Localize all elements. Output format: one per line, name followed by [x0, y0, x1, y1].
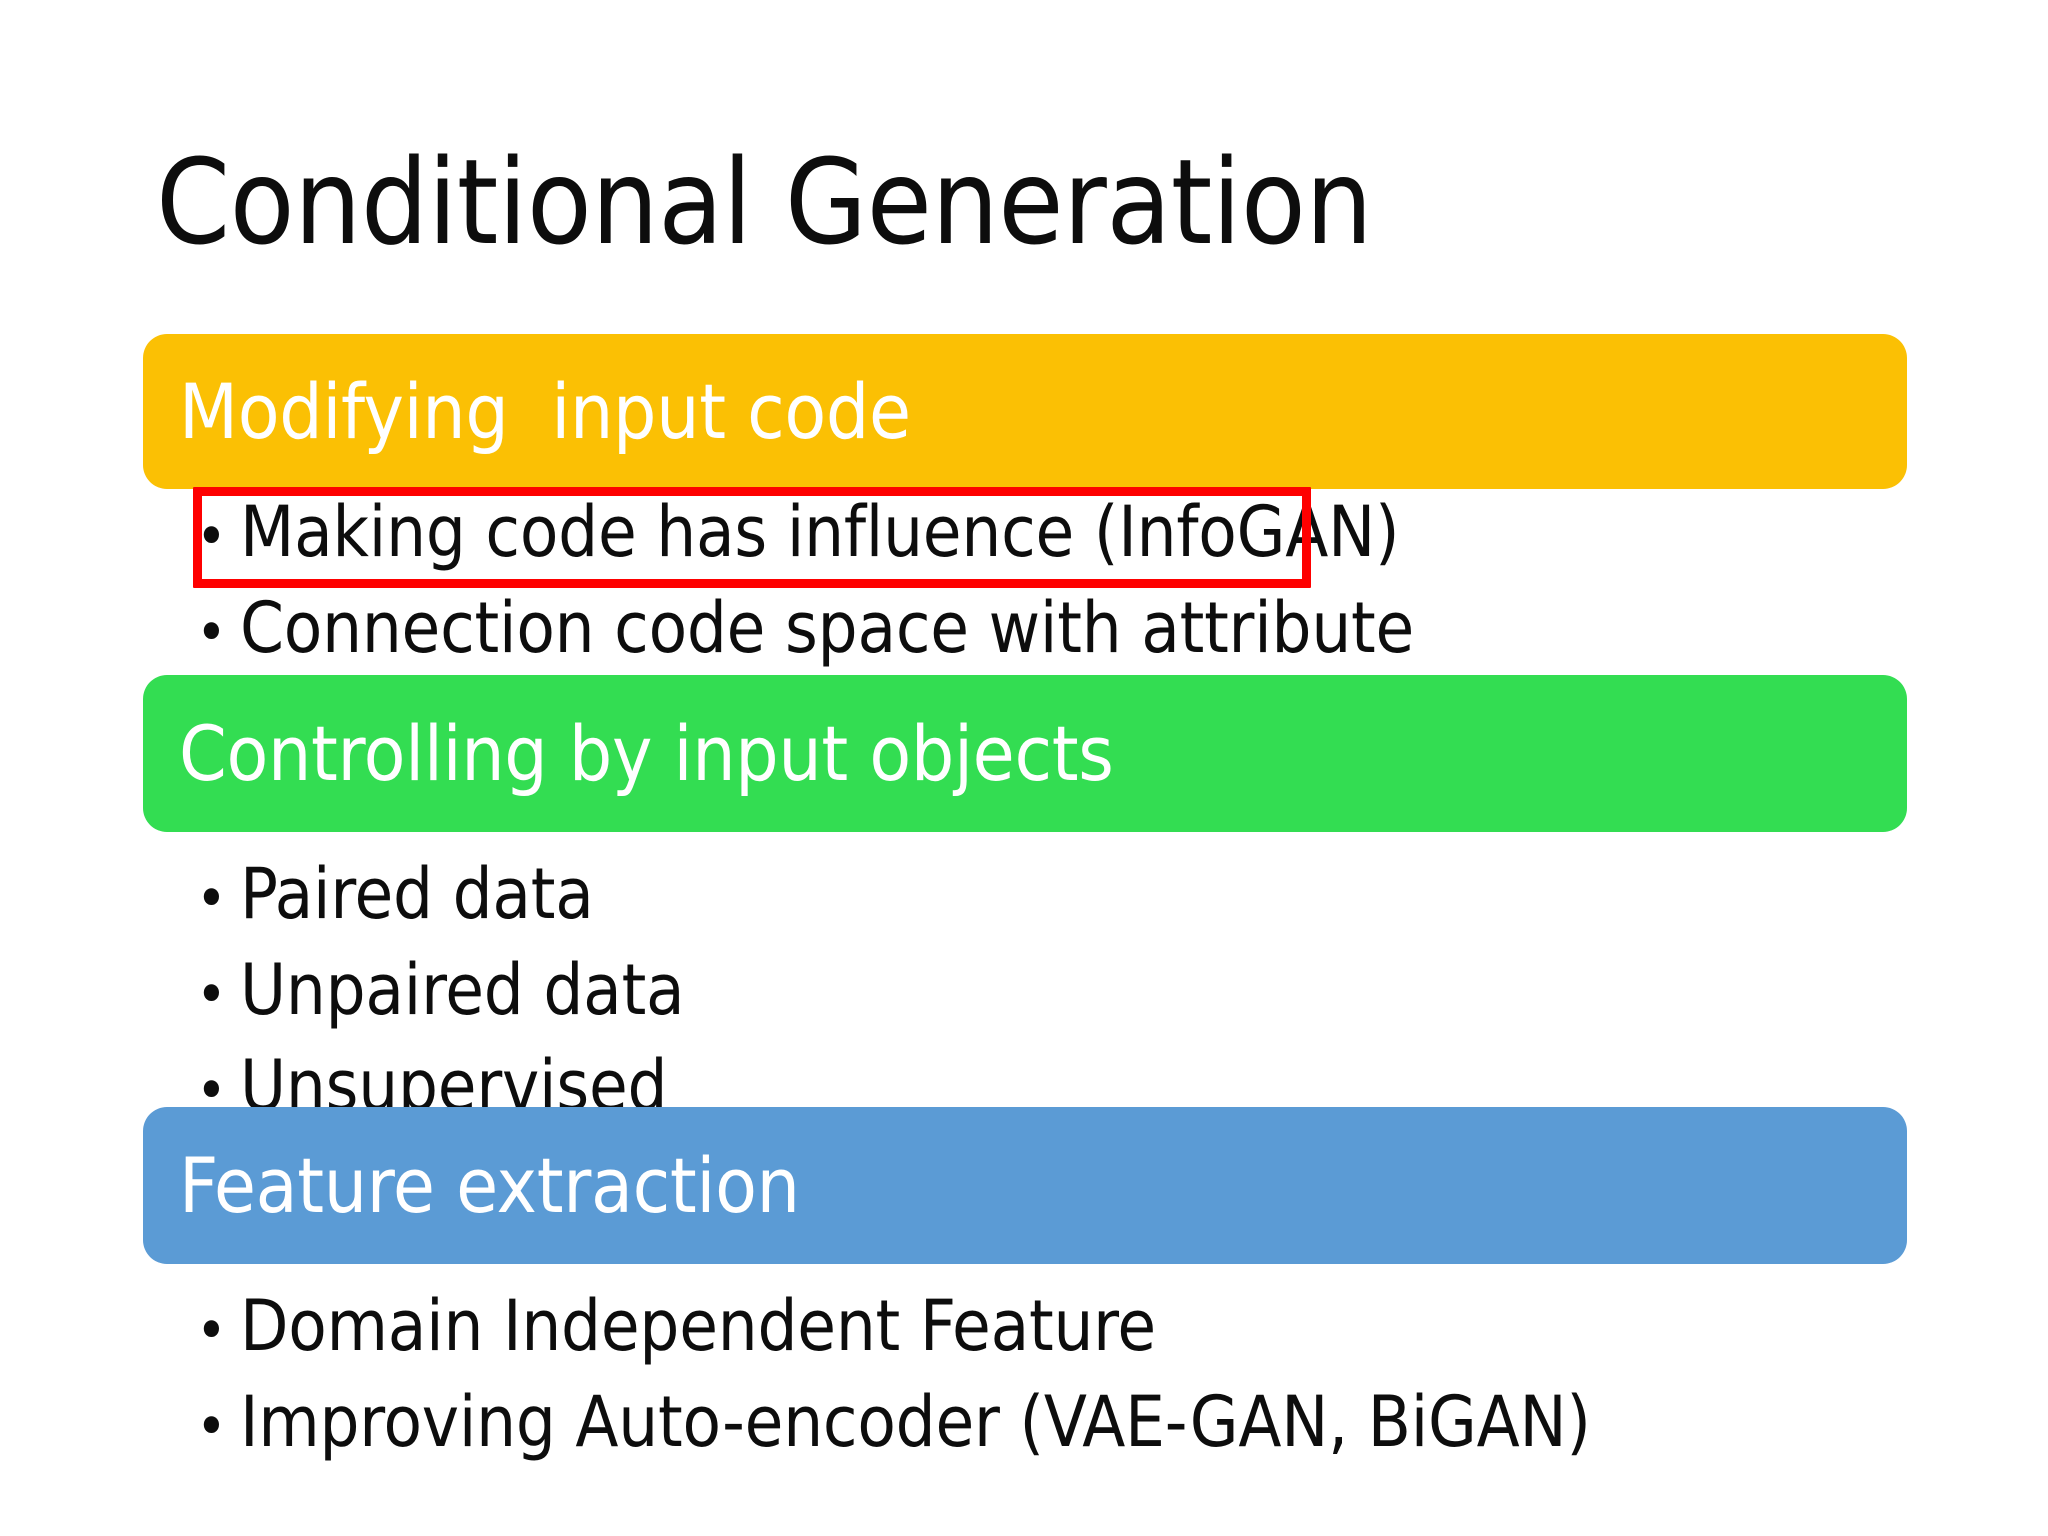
list-item: • Unpaired data: [196, 944, 1916, 1040]
bullet-dot-icon: •: [196, 864, 227, 932]
bullet-list-modifying: • Making code has influence (InfoGAN) • …: [196, 486, 1916, 678]
section-banner-label: Controlling by input objects: [179, 708, 1114, 798]
section-banner-feature: Feature extraction: [143, 1107, 1907, 1264]
list-item: • Domain Independent Feature: [196, 1280, 1916, 1376]
section-banner-modifying: Modifying input code: [143, 334, 1907, 489]
list-item: • Connection code space with attribute: [196, 582, 1916, 678]
section-banner-controlling: Controlling by input objects: [143, 675, 1907, 832]
bullet-dot-icon: •: [196, 1296, 227, 1364]
list-item: • Improving Auto-encoder (VAE-GAN, BiGAN…: [196, 1376, 1916, 1472]
bullet-dot-icon: •: [196, 960, 227, 1028]
bullet-text: Unpaired data: [240, 949, 685, 1031]
bullet-text: Domain Independent Feature: [240, 1285, 1156, 1367]
bullet-text: Improving Auto-encoder (VAE-GAN, BiGAN): [240, 1381, 1591, 1463]
bullet-text: Paired data: [240, 853, 594, 935]
page-title: Conditional Generation: [156, 133, 1373, 271]
bullet-list-controlling: • Paired data • Unpaired data • Unsuperv…: [196, 848, 1916, 1136]
bullet-dot-icon: •: [196, 502, 227, 570]
bullet-text: Connection code space with attribute: [240, 587, 1415, 669]
bullet-text: Making code has influence (InfoGAN): [240, 491, 1400, 573]
section-banner-label: Feature extraction: [179, 1140, 800, 1230]
section-banner-label: Modifying input code: [179, 366, 911, 456]
bullet-dot-icon: •: [196, 1392, 227, 1460]
list-item: • Paired data: [196, 848, 1916, 944]
list-item: • Making code has influence (InfoGAN): [196, 486, 1916, 582]
bullet-dot-icon: •: [196, 598, 227, 666]
bullet-list-feature: • Domain Independent Feature • Improving…: [196, 1280, 1916, 1472]
